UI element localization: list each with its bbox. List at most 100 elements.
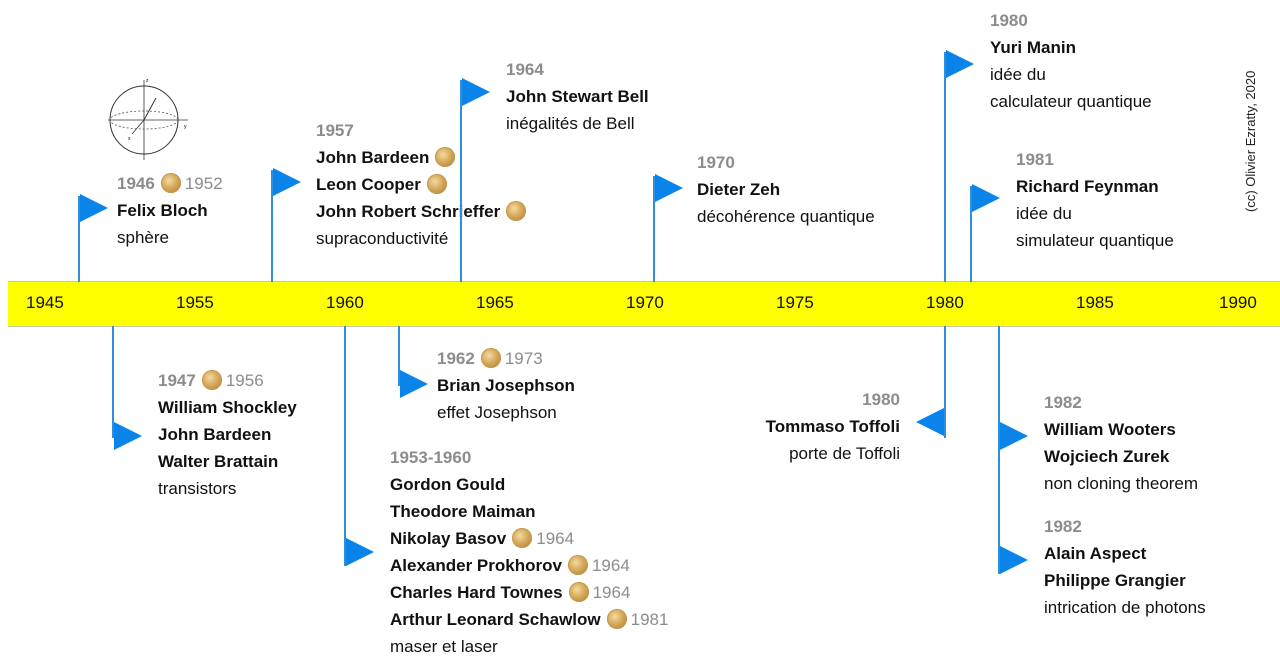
svg-text:x: x <box>128 136 131 142</box>
event-pole <box>112 326 114 438</box>
timeline-axis <box>8 281 1280 327</box>
event-pole <box>460 80 462 282</box>
event-josephson: 1962 1973 Brian Josephson effet Josephson <box>437 345 575 426</box>
nobel-medal-icon <box>568 582 589 602</box>
tick-label: 1985 <box>1076 293 1114 312</box>
event-description: idée du <box>1016 204 1072 223</box>
scientist-name: Gordon Gould <box>390 475 506 494</box>
scientist-name: Arthur Leonard Schawlow <box>390 610 601 629</box>
flag-icon <box>972 184 1000 212</box>
scientist-name: Dieter Zeh <box>697 180 781 199</box>
event-bcs: 1957 John Bardeen Leon Cooper John Rober… <box>316 117 527 252</box>
event-zeh: 1970 Dieter Zeh décohérence quantique <box>697 149 875 230</box>
tick-label: 1945 <box>26 293 64 312</box>
nobel-year: 1956 <box>225 371 264 390</box>
scientist-name: John Bardeen <box>158 425 272 444</box>
scientist-name: Richard Feynman <box>1016 177 1159 196</box>
scientist-name: Philippe Grangier <box>1044 571 1186 590</box>
event-year: 1953-1960 <box>390 448 472 467</box>
flag-icon <box>462 78 490 106</box>
event-description: idée du <box>990 65 1046 84</box>
event-toffoli: 1980 Tommaso Toffoli porte de Toffoli <box>730 386 900 467</box>
scientist-name: Walter Brattain <box>158 452 279 471</box>
event-pole <box>944 52 946 282</box>
event-description: transistors <box>158 479 237 498</box>
event-year: 1970 <box>697 153 735 172</box>
nobel-medal-icon <box>567 555 588 575</box>
flag-icon <box>1000 422 1028 450</box>
scientist-name: Felix Bloch <box>117 201 208 220</box>
nobel-medal-icon <box>506 201 527 221</box>
flag-icon <box>946 50 974 78</box>
scientist-name: Alain Aspect <box>1044 544 1147 563</box>
event-bloch: 1946 1952 Felix Bloch sphère <box>117 170 223 251</box>
event-year: 1964 <box>506 60 544 79</box>
tick-label: 1955 <box>176 293 214 312</box>
nobel-year: 1964 <box>591 556 630 575</box>
nobel-medal-icon <box>480 348 501 368</box>
nobel-medal-icon <box>426 174 447 194</box>
event-description: inégalités de Bell <box>506 114 635 133</box>
event-description: simulateur quantique <box>1016 231 1174 250</box>
event-description: décohérence quantique <box>697 207 875 226</box>
nobel-medal-icon <box>160 173 181 193</box>
event-description: supraconductivité <box>316 229 449 248</box>
flag-icon <box>400 370 428 398</box>
event-pole <box>653 176 655 282</box>
event-description: sphère <box>117 228 169 247</box>
nobel-medal-icon <box>435 147 456 167</box>
nobel-year: 1973 <box>504 349 543 368</box>
event-description: effet Josephson <box>437 403 557 422</box>
tick-label: 1970 <box>626 293 664 312</box>
svg-text:y: y <box>184 124 187 130</box>
scientist-name: Charles Hard Townes <box>390 583 563 602</box>
scientist-name: Theodore Maiman <box>390 502 536 521</box>
scientist-name: Nikolay Basov <box>390 529 507 548</box>
event-description: porte de Toffoli <box>789 444 900 463</box>
flag-icon <box>273 168 301 196</box>
tick-label: 1990 <box>1219 293 1257 312</box>
tick-label: 1965 <box>476 293 514 312</box>
scientist-name: Alexander Prokhorov <box>390 556 562 575</box>
event-description: maser et laser <box>390 637 498 656</box>
bloch-sphere-icon: z y x <box>108 78 188 160</box>
event-manin: 1980 Yuri Manin idée du calculateur quan… <box>990 7 1152 115</box>
event-pole <box>970 186 972 282</box>
scientist-name: Wojciech Zurek <box>1044 447 1170 466</box>
scientist-name: Brian Josephson <box>437 376 575 395</box>
event-year: 1962 <box>437 349 475 368</box>
tick-label: 1975 <box>776 293 814 312</box>
event-pole <box>78 196 80 282</box>
event-aspect: 1982 Alain Aspect Philippe Grangier intr… <box>1044 513 1206 621</box>
nobel-year: 1964 <box>536 529 575 548</box>
event-maser: 1953-1960 Gordon Gould Theodore Maiman N… <box>390 444 668 660</box>
tick-label: 1980 <box>926 293 964 312</box>
event-year: 1946 <box>117 174 155 193</box>
nobel-year: 1964 <box>592 583 631 602</box>
event-description: calculateur quantique <box>990 92 1152 111</box>
event-pole <box>398 326 400 386</box>
flag-icon <box>1000 546 1028 574</box>
scientist-name: Tommaso Toffoli <box>765 417 900 436</box>
flag-icon <box>346 538 374 566</box>
flag-icon <box>916 408 944 436</box>
nobel-medal-icon <box>201 370 222 390</box>
flag-icon <box>80 194 108 222</box>
event-year: 1980 <box>862 390 900 409</box>
scientist-name: William Shockley <box>158 398 297 417</box>
nobel-medal-icon <box>606 609 627 629</box>
flag-icon <box>655 174 683 202</box>
event-year: 1982 <box>1044 393 1082 412</box>
scientist-name: John Bardeen <box>316 148 430 167</box>
event-description: non cloning theorem <box>1044 474 1199 493</box>
event-pole <box>271 170 273 282</box>
copyright-credit: (cc) Olivier Ezratty, 2020 <box>1243 70 1258 212</box>
scientist-name: John Stewart Bell <box>506 87 649 106</box>
nobel-year: 1981 <box>630 610 669 629</box>
svg-text:z: z <box>146 78 149 84</box>
event-feynman: 1981 Richard Feynman idée du simulateur … <box>1016 146 1174 254</box>
event-year: 1957 <box>316 121 354 140</box>
event-year: 1980 <box>990 11 1028 30</box>
nobel-year: 1952 <box>184 174 223 193</box>
event-year: 1982 <box>1044 517 1082 536</box>
